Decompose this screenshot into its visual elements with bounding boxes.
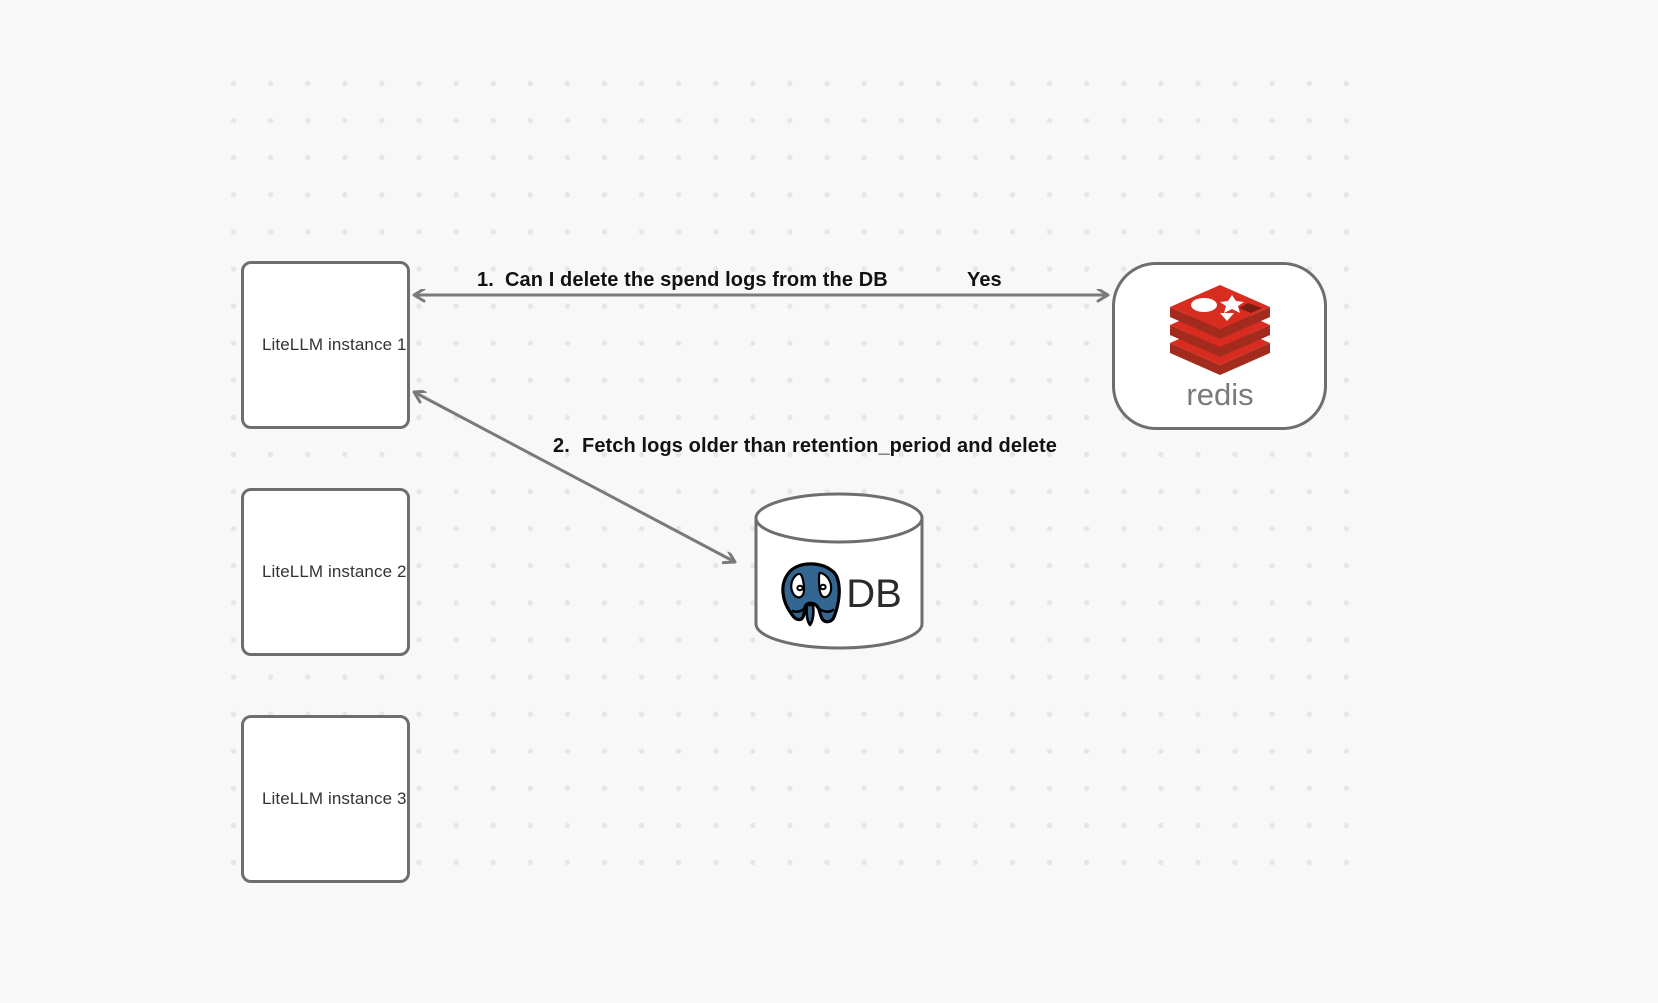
edge-1-label: Can I delete the spend logs from the DB (505, 269, 888, 291)
node-litellm-instance-3-label: LiteLLM instance 3 (262, 789, 407, 808)
edge-2-step-number: 2. (553, 435, 570, 457)
redis-logo-icon (1169, 285, 1270, 375)
db-node-label: DB (846, 572, 902, 616)
db-node-content: DB (753, 544, 925, 644)
node-litellm-instance-2-label: LiteLLM instance 2 (262, 562, 407, 581)
redis-wordmark: redis (1186, 377, 1253, 412)
node-litellm-instance-2[interactable]: LiteLLM instance 2 (241, 488, 410, 656)
svg-text:redis: redis (1186, 377, 1253, 412)
node-litellm-instance-1-label: LiteLLM instance 1 (262, 335, 407, 354)
edge-db-to-instance-1-line (414, 392, 735, 562)
node-litellm-instance-1[interactable]: LiteLLM instance 1 (241, 261, 410, 429)
node-postgres-db[interactable]: DB (753, 492, 925, 650)
edge-2-label: Fetch logs older than retention_period a… (582, 435, 1057, 457)
node-litellm-instance-3[interactable]: LiteLLM instance 3 (241, 715, 410, 883)
edge-1-reply-label: Yes (967, 269, 1002, 291)
edge-1-step-number: 1. (477, 269, 494, 291)
node-redis[interactable]: redis (1112, 262, 1327, 430)
postgresql-elephant-icon (781, 562, 842, 627)
